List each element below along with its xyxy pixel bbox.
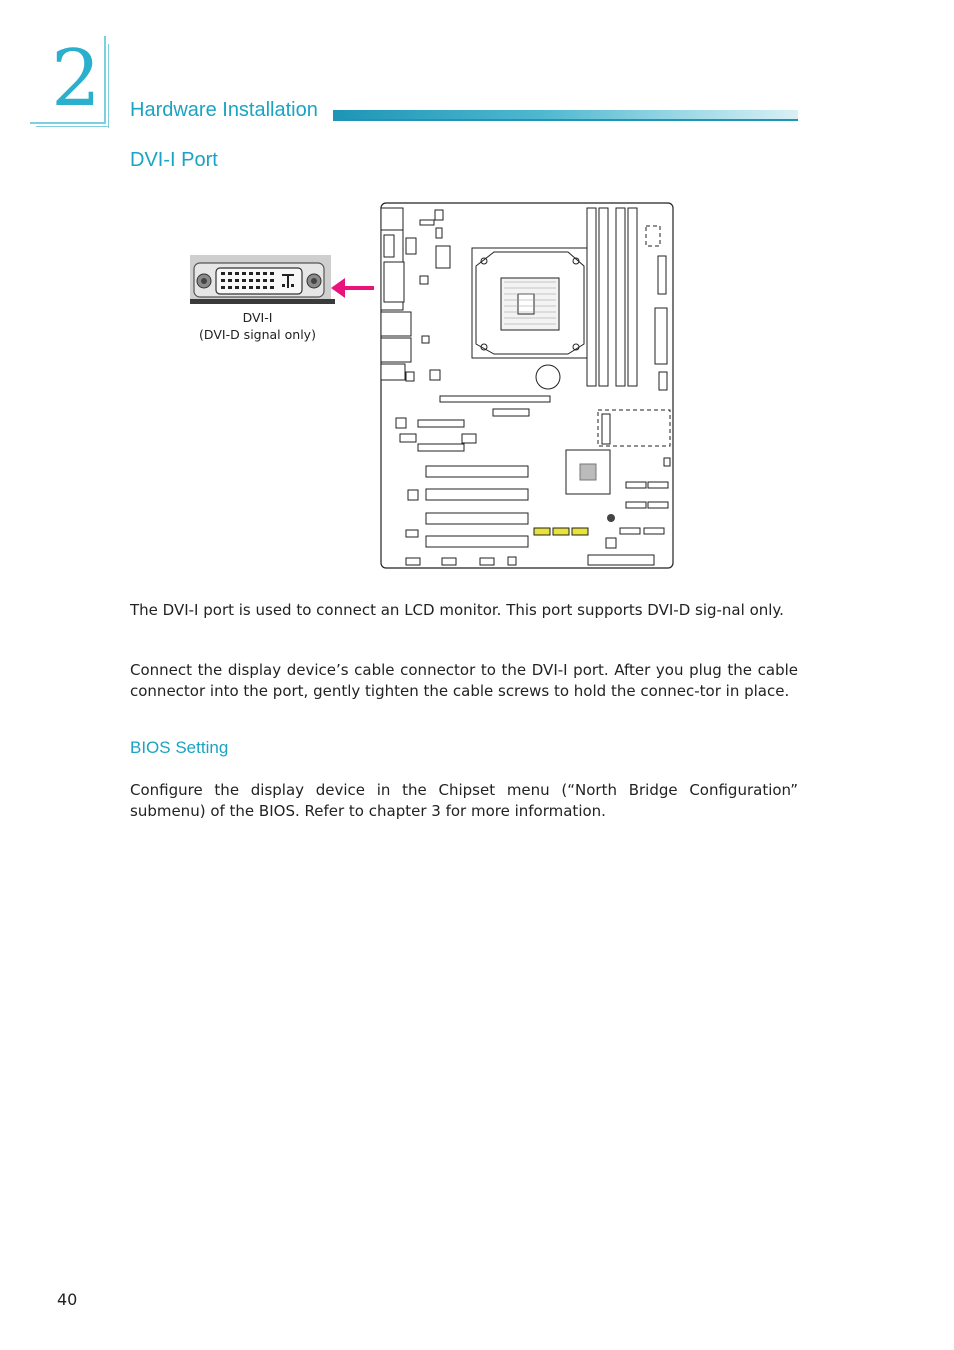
motherboard-diagram [380, 202, 674, 569]
chapter-number: 2 [51, 34, 101, 124]
chapter-divider-vertical-shadow [108, 44, 109, 128]
intro-paragraph: The DVI-I port is used to connect an LCD… [130, 601, 784, 619]
chapter-divider-vertical [104, 36, 106, 124]
dvi-connector-image [190, 255, 335, 304]
bios-setting-paragraph: Configure the display device in the Chip… [130, 781, 798, 820]
page-number: 40 [57, 1290, 78, 1309]
chapter-divider-horizontal [30, 122, 106, 124]
title-bar [333, 110, 798, 121]
connect-paragraph: Connect the display device’s cable conne… [130, 661, 798, 700]
chapter-title: Hardware Installation [130, 99, 318, 121]
dvi-caption-line2: (DVI-D signal only) [199, 327, 316, 342]
chapter-divider-horizontal-shadow [36, 126, 109, 127]
dvi-caption-line1: DVI-I [242, 310, 273, 325]
bios-setting-title: BIOS Setting [130, 738, 229, 757]
section-title: DVI-I Port [130, 149, 218, 171]
dvi-caption: DVI-I (DVI-D signal only) [185, 309, 330, 343]
motherboard-figure: DVI-I (DVI-D signal only) [185, 200, 680, 575]
pointer-arrow-icon [331, 278, 374, 298]
